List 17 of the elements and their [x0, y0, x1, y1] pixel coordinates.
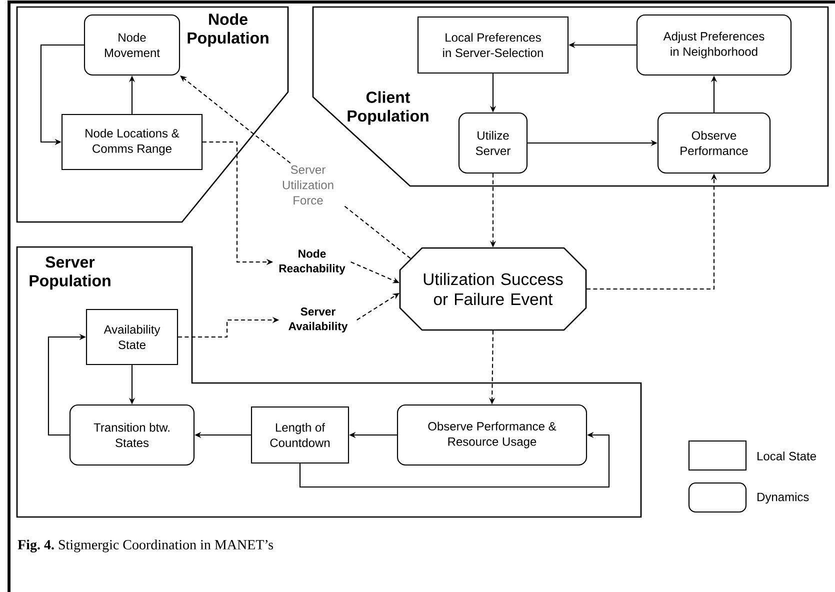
process-box: Adjust Preferences in Neighborhood [636, 14, 792, 76]
process-box: Transition btw. States [69, 404, 195, 466]
process-box: Node Movement [84, 14, 180, 76]
state-box: Node Locations & Comms Range [61, 114, 203, 170]
legend-label: Dynamics [758, 492, 809, 504]
signal-label: Server Availability [288, 308, 348, 332]
signal-label: Node Reachability [279, 249, 346, 275]
state-box: Length of Countdown [250, 406, 350, 464]
state-box: Local Preferences in Server-Selection [417, 16, 569, 74]
event-octagon: Utilization Success or Failure Event [399, 247, 587, 331]
state-box: Availability State [86, 308, 178, 366]
edge-label: Server Utilization Force [269, 164, 347, 206]
process-box: Observe Performance & Resource Usage [396, 404, 588, 466]
process-box: Observe Performance [657, 112, 771, 174]
process-box: Utilize Server [458, 112, 528, 174]
figure-caption: Fig. 4. Stigmergic Coordination in MANET’s [18, 540, 274, 552]
legend-label: Local State [758, 452, 816, 460]
